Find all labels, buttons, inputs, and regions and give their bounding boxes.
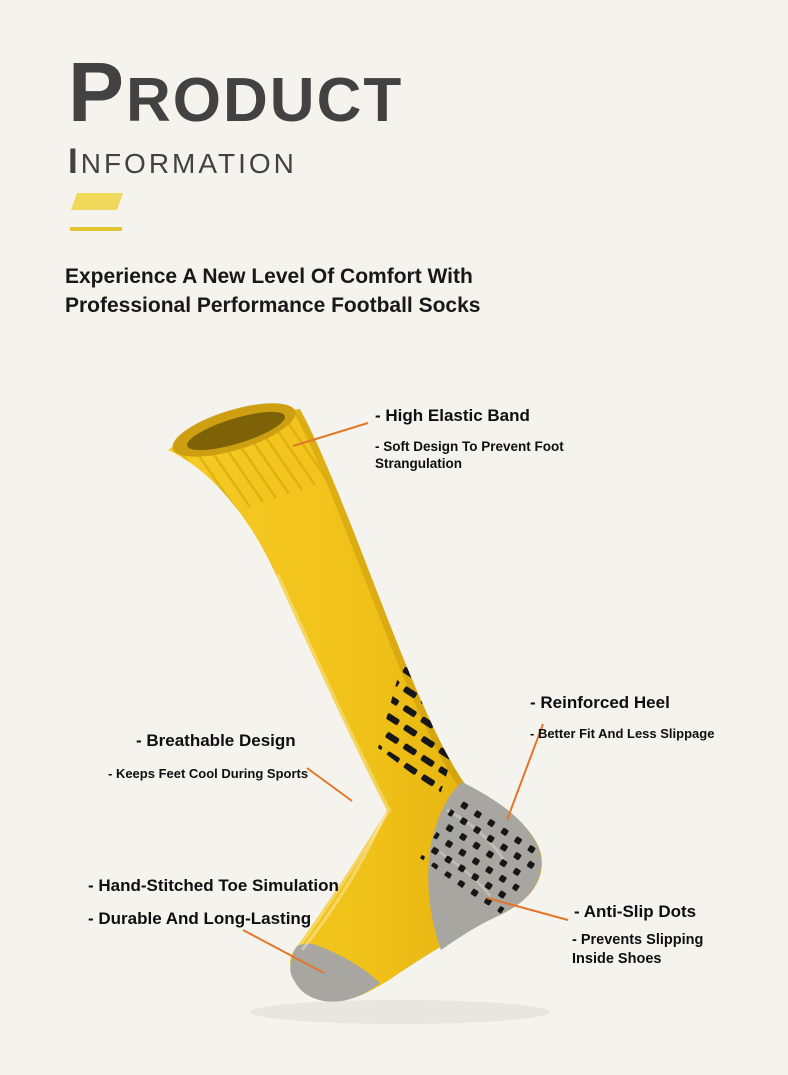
foot-seam-highlight: [300, 811, 388, 951]
callout-reinforced-heel-sub: - Better Fit And Less Slippage: [530, 726, 715, 741]
tagline: Experience A New Level Of Comfort With P…: [65, 262, 480, 320]
page-title-initial: P: [68, 45, 127, 139]
page-title-rest: RODUCT: [126, 66, 404, 135]
callout-anti-slip-title: - Anti-Slip Dots: [574, 902, 697, 921]
callout-anti-slip-sub: - Prevents Slipping Inside Shoes: [572, 932, 704, 967]
callout-line-toe: [242, 929, 325, 974]
page-subtitle: INFORMATION: [68, 142, 403, 182]
callout-toe-sub: - Durable And Long-Lasting: [88, 909, 312, 928]
page-subtitle-initial: I: [68, 142, 81, 181]
sock-cuff-opening: [172, 403, 296, 457]
page-title: PRODUCT: [68, 50, 403, 134]
callout-line-anti-slip: [486, 897, 569, 921]
callout-line-breathable: [306, 767, 353, 802]
page-subtitle-rest: NFORMATION: [80, 148, 297, 179]
callout-line-reinforced-heel: [506, 723, 544, 821]
callout-lines: [242, 422, 569, 974]
callout-elastic-band-sub: - Soft Design To Prevent Foot Strangulat…: [375, 439, 564, 471]
callout-elastic-band-title: - High Elastic Band: [375, 406, 530, 425]
callout-breathable-title: - Breathable Design: [136, 731, 296, 750]
title-block: PRODUCT INFORMATION: [68, 50, 403, 182]
callout-toe-title: - Hand-Stitched Toe Simulation: [88, 876, 339, 895]
callout-breathable-sub: - Keeps Feet Cool During Sports: [108, 766, 309, 781]
callout-reinforced-heel-title: - Reinforced Heel: [530, 693, 670, 712]
sock-toe: [290, 943, 380, 1002]
tagline-line1: Experience A New Level Of Comfort With: [65, 265, 473, 288]
callout-line-elastic-band: [292, 422, 369, 447]
grip-dots-sole: [420, 795, 542, 915]
tagline-line2: Professional Performance Football Socks: [65, 294, 481, 317]
sock-shadow: [250, 1000, 550, 1024]
yellow-underline-dash: [70, 227, 122, 231]
